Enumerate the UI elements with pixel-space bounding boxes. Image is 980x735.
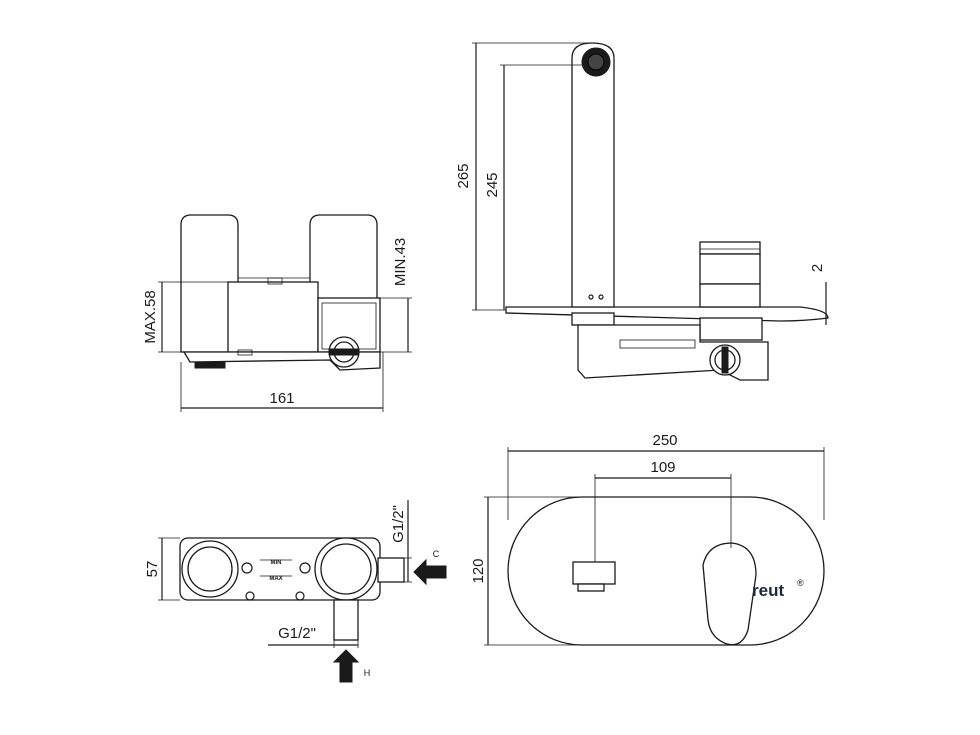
top-view: MIN MAX 57 G1/2" G1/2" C H (144, 500, 447, 683)
dim-109-label: 109 (650, 459, 675, 476)
foot-left (194, 361, 226, 369)
spout (571, 42, 615, 308)
lever-handle (702, 542, 757, 646)
hot-arrow-icon (332, 649, 360, 683)
front-view: 161 MAX.58 MIN.43 (142, 214, 412, 412)
plate-view: 250 109 120 reut ® (470, 432, 825, 646)
dim-161-label: 161 (269, 390, 294, 407)
side-outlet-slot (721, 346, 729, 374)
handle-bottom (699, 283, 761, 308)
right-cylinder (309, 214, 378, 301)
cold-arrow-icon (413, 558, 447, 586)
dim-min43-label: MIN.43 (392, 238, 409, 286)
dim-265-label: 265 (455, 163, 472, 188)
dim-245-label: 245 (484, 172, 501, 197)
handle-middle (699, 253, 761, 285)
brand-logo: reut (752, 581, 784, 600)
cover-plate (507, 496, 825, 646)
outlet-slot (329, 348, 359, 356)
hot-label: H (364, 668, 371, 678)
central-box (227, 281, 319, 353)
dim-250-label: 250 (652, 432, 677, 449)
dim-120-label: 120 (470, 558, 487, 583)
dim-max58-label: MAX.58 (142, 290, 159, 343)
cold-label: C (433, 549, 440, 559)
g12-side-label: G1/2" (390, 505, 407, 543)
left-cylinder (180, 214, 239, 353)
cold-inlet (377, 557, 405, 583)
min-mark: MIN (271, 560, 282, 566)
side-view: 265 245 2 (455, 42, 829, 381)
brand-registered-mark: ® (797, 578, 804, 588)
dim-57-label: 57 (144, 561, 161, 578)
g12-bottom-label: G1/2" (278, 625, 316, 642)
dim-2-label: 2 (809, 264, 826, 272)
spout-outlet (572, 561, 616, 585)
handle-top (699, 241, 761, 255)
max-mark: MAX (269, 576, 282, 582)
wall-plate (505, 306, 829, 322)
hot-inlet (333, 599, 359, 641)
